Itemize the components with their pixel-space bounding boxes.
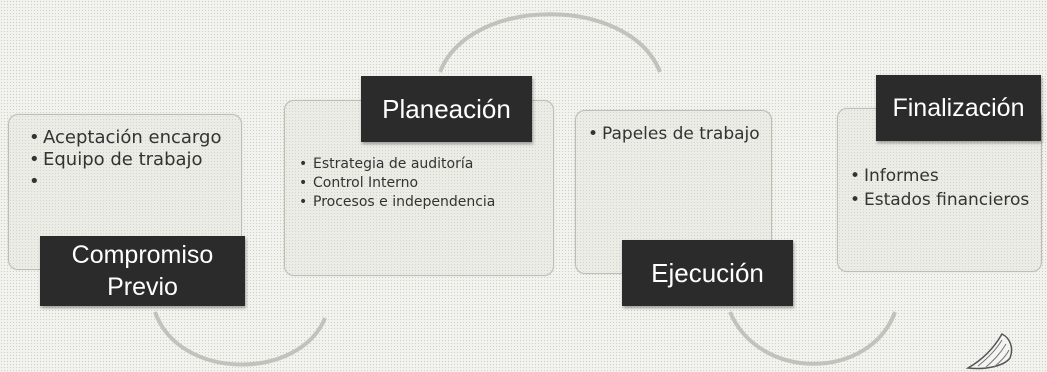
stage-items: Estrategia de auditoría Control Interno … bbox=[285, 101, 553, 212]
arrow-planeacion-to-ejecucion bbox=[438, 12, 662, 73]
list-item: Aceptación encargo bbox=[29, 127, 241, 149]
stage-label-planeacion: Planeación bbox=[361, 76, 532, 142]
list-item: Estrategia de auditoría bbox=[299, 155, 553, 174]
stage-label-finalizacion: Finalización bbox=[876, 75, 1041, 141]
stage-label-compromiso-previo: Compromiso Previo bbox=[40, 236, 245, 306]
stage-box-planeacion: Estrategia de auditoría Control Interno … bbox=[284, 100, 554, 276]
stage-label-line: Previo bbox=[107, 273, 178, 301]
stage-items: Papeles de trabajo bbox=[576, 111, 771, 145]
stage-label-ejecucion: Ejecución bbox=[622, 240, 793, 306]
list-item: Estados financieros bbox=[850, 188, 1041, 212]
list-item: Equipo de trabajo bbox=[29, 149, 241, 171]
stage-box-ejecucion: Papeles de trabajo bbox=[575, 110, 772, 274]
stage-items: Aceptación encargo Equipo de trabajo bbox=[9, 115, 241, 193]
stage-label-line: Planeación bbox=[382, 94, 511, 124]
arrow-compromiso-to-planeacion bbox=[153, 311, 327, 367]
list-item: Procesos e independencia bbox=[299, 193, 553, 212]
stage-items: Informes Estados financieros bbox=[838, 109, 1041, 212]
stage-box-compromiso: Aceptación encargo Equipo de trabajo bbox=[8, 114, 242, 270]
stage-label-line: Ejecución bbox=[651, 258, 764, 288]
arrow-ejecucion-to-finalizacion bbox=[728, 311, 897, 366]
stage-label-line: Compromiso bbox=[71, 241, 214, 269]
page-curl-icon bbox=[965, 333, 1013, 370]
list-item: Papeles de trabajo bbox=[588, 123, 771, 145]
stage-label-line: Finalización bbox=[892, 94, 1025, 122]
list-item: Control Interno bbox=[299, 174, 553, 193]
list-item: Informes bbox=[850, 164, 1041, 188]
